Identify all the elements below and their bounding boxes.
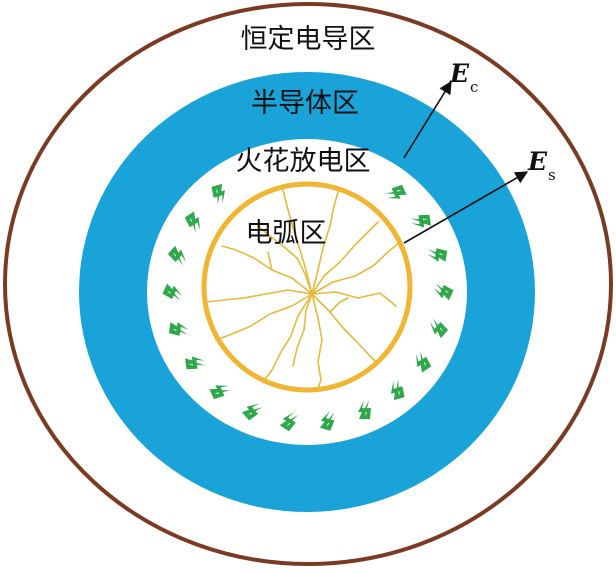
lightning-bolt-icon — [185, 356, 206, 370]
arc-channels — [205, 189, 401, 389]
arc-channel — [215, 293, 313, 341]
lightning-bolt-icon — [427, 248, 448, 262]
spark-discharges — [162, 183, 454, 432]
lightning-bolt-icon — [162, 283, 183, 301]
arc-channel — [311, 293, 379, 365]
es-field-arrow — [403, 171, 529, 244]
semiconductor-zone-ring — [79, 72, 535, 512]
arc-channel — [311, 293, 323, 389]
arc-channel — [311, 191, 339, 295]
lightning-bolt-icon — [209, 385, 231, 400]
lightning-bolt-icon — [433, 283, 454, 301]
constant-conduction-label: 恒定电导区 — [241, 24, 376, 55]
arc-channel — [205, 289, 313, 303]
lightning-bolt-icon — [319, 410, 335, 431]
lightning-bolt-icon — [211, 183, 225, 205]
arc-channel — [221, 245, 313, 295]
arc-channel — [329, 297, 349, 313]
lightning-bolt-icon — [167, 245, 187, 266]
arc-channel — [262, 293, 313, 383]
lightning-bolt-icon — [168, 322, 189, 336]
arc-zone-boundary — [201, 181, 413, 393]
lightning-bolt-icon — [184, 211, 200, 233]
lightning-bolt-icon — [410, 214, 431, 228]
arc-channel — [267, 251, 273, 271]
arc-channel — [257, 225, 313, 295]
arc-channel — [311, 241, 401, 295]
arc-channel — [311, 291, 397, 307]
spark-discharge-label: 火花放电区 — [236, 146, 371, 177]
ec-field-arrow — [403, 80, 452, 159]
lightning-bolt-icon — [416, 351, 432, 373]
arc-channel — [282, 189, 313, 295]
lightning-bolt-icon — [279, 412, 299, 432]
semiconductor-label: 半导体区 — [251, 88, 359, 119]
lightning-bolt-icon — [429, 318, 449, 339]
arc-channel — [292, 293, 313, 367]
lightning-bolt-icon — [357, 400, 372, 420]
es-subscript: s — [548, 166, 556, 184]
ec-subscript: c — [470, 78, 478, 96]
arc-channel — [311, 221, 379, 295]
lightning-bolt-icon — [241, 403, 263, 421]
lightning-bolt-icon — [385, 184, 407, 199]
ec-symbol: E — [449, 59, 470, 88]
lightning-bolt-icon — [391, 379, 405, 401]
es-symbol: E — [527, 147, 548, 176]
arc-label: 电弧区 — [246, 218, 327, 249]
